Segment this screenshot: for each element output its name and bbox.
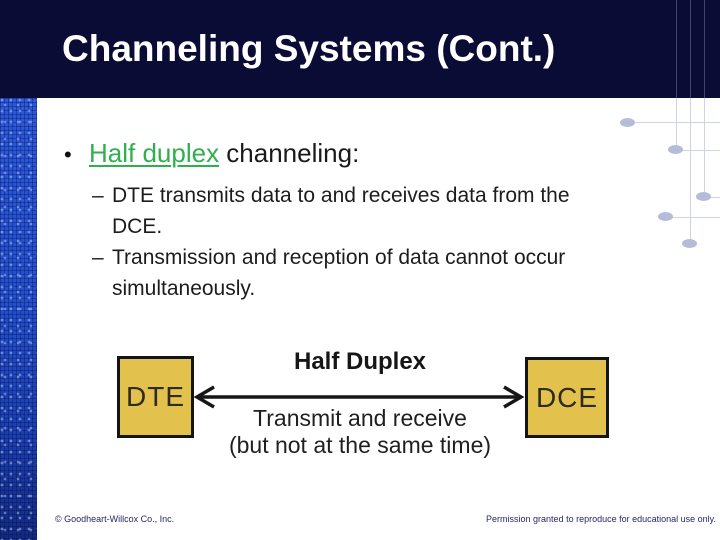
slide-title: Channeling Systems (Cont.) [62, 28, 556, 69]
main-bullet: • Half duplex channeling: [64, 138, 359, 169]
sidebar-texture [0, 98, 37, 540]
decor-horizontal-line [666, 217, 720, 218]
title-bar: Channeling Systems (Cont.) [0, 0, 720, 98]
decor-dot [620, 118, 635, 127]
half-duplex-term: Half duplex [89, 138, 220, 168]
sub-bullet-list: – DTE transmits data to and receives dat… [92, 180, 667, 304]
decor-dot [668, 145, 683, 154]
sub-bullet: – Transmission and reception of data can… [92, 242, 667, 304]
decor-dot [682, 239, 697, 248]
diagram-caption: Transmit and receive (but not at the sam… [228, 405, 492, 458]
sub-bullet-text: Transmission and reception of data canno… [112, 246, 566, 300]
double-headed-arrow-icon [193, 385, 525, 409]
decor-horizontal-line [704, 197, 720, 198]
bullet-marker: • [64, 142, 72, 167]
half-duplex-diagram: Half Duplex DTE DCE Transmit and receive… [115, 348, 610, 466]
dash-marker: – [92, 184, 104, 207]
dce-box: DCE [525, 357, 609, 438]
permission-text: Permission granted to reproduce for educ… [486, 514, 716, 524]
decor-vertical-line [676, 0, 677, 150]
dash-marker: – [92, 246, 104, 269]
bullet-text: channeling: [219, 138, 360, 168]
diagram-title: Half Duplex [293, 348, 427, 375]
sub-bullet: – DTE transmits data to and receives dat… [92, 180, 667, 242]
decor-horizontal-line [628, 122, 720, 123]
dte-box: DTE [117, 356, 194, 438]
decor-vertical-line [704, 0, 705, 198]
decor-horizontal-line [676, 150, 720, 151]
decor-dot [658, 212, 673, 221]
copyright-text: © Goodheart-Willcox Co., Inc. [55, 514, 175, 524]
sub-bullet-text: DTE transmits data to and receives data … [112, 184, 570, 238]
decor-dot [696, 192, 711, 201]
